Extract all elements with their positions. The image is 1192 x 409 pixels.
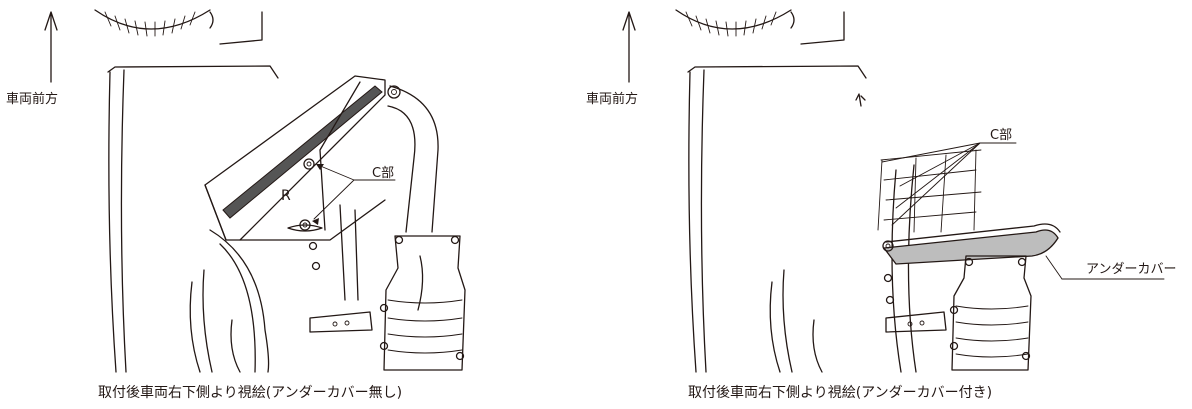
vehicle-front-label: 車両前方: [6, 92, 59, 107]
side-letter-label: R: [281, 188, 291, 204]
tire-tread-drawing: [675, 9, 845, 45]
under-cover-label: アンダーカバー: [1086, 262, 1177, 277]
diagram-left-panel: 車両前方 C部 R 取付後車両右下側より視絵(アンダーカバー無し): [6, 9, 466, 401]
right-line-drawing: [622, 9, 1165, 373]
frame-rail-drawing: [687, 65, 917, 373]
tire-tread-drawing: [94, 9, 263, 45]
left-line-drawing: [44, 9, 466, 373]
forward-arrow-icon: [44, 11, 58, 83]
callout-leader-lines: [312, 164, 396, 225]
callout-leader-lines: [881, 142, 1165, 280]
hanger-bracket-drawing: [308, 204, 373, 333]
duct-outline-drawing: [877, 149, 982, 233]
vehicle-front-label: 車両前方: [586, 92, 639, 107]
frame-rail-drawing: [107, 65, 279, 373]
callout-c-label: C部: [990, 128, 1013, 143]
callout-c-label: C部: [372, 166, 395, 181]
diagram-right-panel: 車両前方 C部 アンダーカバー 取付後車両右下側より視絵(アンダーカバー付き): [586, 0, 1192, 409]
hanger-bracket-drawing: [883, 273, 947, 333]
right-caption: 取付後車両右下側より視絵(アンダーカバー付き): [688, 385, 993, 401]
exhaust-body-drawing: [379, 235, 466, 371]
forward-arrow-icon: [622, 11, 636, 83]
bolt-icon: [287, 158, 323, 232]
air-box-drawing: [204, 75, 386, 241]
left-caption: 取付後車両右下側より視絵(アンダーカバー無し): [98, 385, 403, 401]
exhaust-body-drawing: [949, 255, 1032, 371]
pipe-drawing: [319, 81, 439, 233]
